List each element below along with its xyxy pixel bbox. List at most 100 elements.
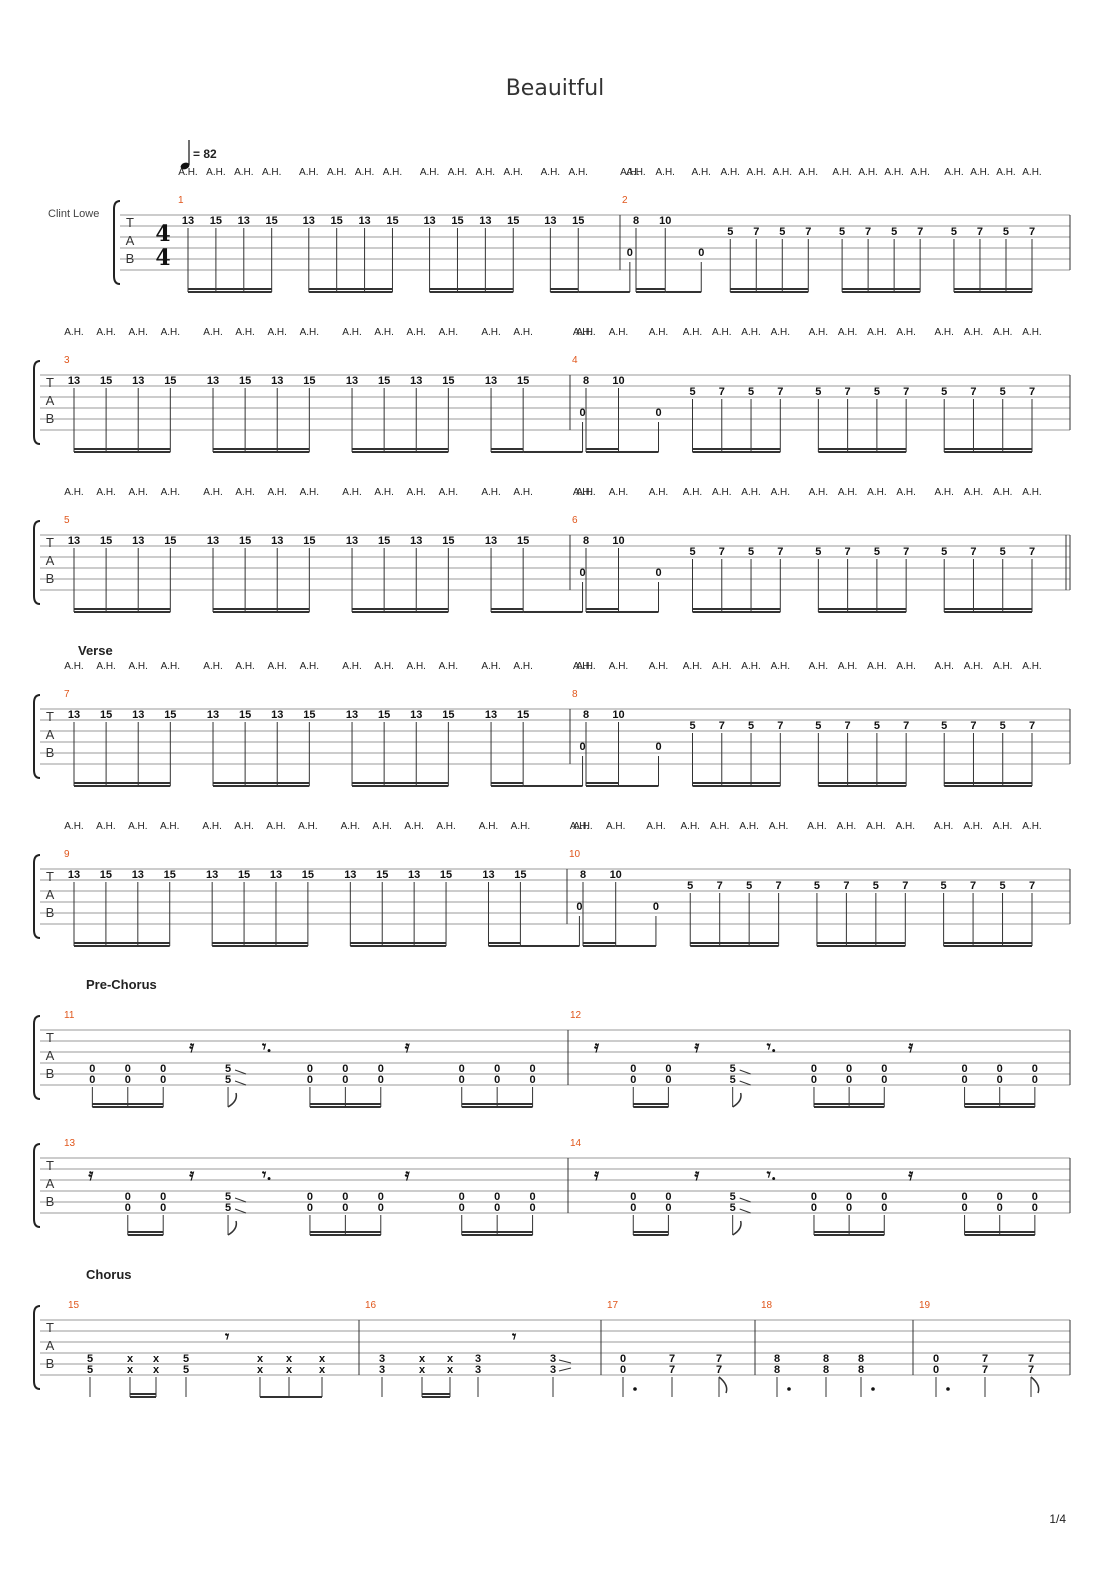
tab-clef-letter: T (46, 1320, 54, 1335)
fret-number: 0 (665, 1191, 671, 1203)
fret-number: 13 (68, 869, 80, 881)
measure-number: 5 (64, 515, 70, 526)
fret-number: 3 (550, 1364, 556, 1376)
tab-clef-letter: T (46, 709, 54, 724)
fret-number: 7 (845, 720, 851, 732)
fret-number: 0 (630, 1063, 636, 1075)
fret-number: 0 (1032, 1063, 1038, 1075)
tab-clef-letter: B (46, 1356, 55, 1371)
harmonic-label: A.H. (573, 661, 592, 672)
fret-number: 7 (903, 546, 909, 558)
fret-number: 3 (379, 1353, 385, 1365)
harmonic-label: A.H. (203, 661, 222, 672)
harmonic-label: A.H. (771, 661, 790, 672)
fret-number: 0 (1032, 1202, 1038, 1214)
harmonic-label: A.H. (809, 661, 828, 672)
measure-number: 19 (919, 1300, 931, 1311)
fret-number: 0 (933, 1353, 939, 1365)
fret-number: 0 (378, 1202, 384, 1214)
harmonic-label: A.H. (649, 327, 668, 338)
fret-number: 0 (494, 1063, 500, 1075)
fret-number: 7 (777, 386, 783, 398)
fret-number: 15 (303, 709, 315, 721)
fret-number: 5 (941, 386, 947, 398)
fret-number: 0 (160, 1074, 166, 1086)
fret-number: 5 (748, 720, 754, 732)
measure-number: 2 (622, 195, 628, 206)
fret-number: 15 (100, 709, 112, 721)
tab-clef-letter: A (46, 1048, 55, 1063)
tab-clef-letter: A (126, 233, 135, 248)
staff-brace (33, 360, 41, 445)
fret-number: 13 (423, 215, 435, 227)
harmonic-label: A.H. (341, 821, 360, 832)
harmonic-label: A.H. (235, 661, 254, 672)
fret-number: 8 (823, 1364, 829, 1376)
fret-number: 7 (982, 1364, 988, 1376)
harmonic-label: A.H. (710, 821, 729, 832)
note-flag (1030, 1376, 1040, 1394)
fret-number: 15 (440, 869, 452, 881)
measure-number: 13 (64, 1138, 76, 1149)
fret-number: 5 (1000, 720, 1006, 732)
harmonic-label: A.H. (609, 487, 628, 498)
harmonic-label: A.H. (712, 487, 731, 498)
harmonic-label: A.H. (747, 167, 766, 178)
fret-number: 13 (238, 215, 250, 227)
harmonic-label: A.H. (741, 487, 760, 498)
fret-number: 0 (630, 1191, 636, 1203)
fret-number: 5 (874, 386, 880, 398)
fret-number: 15 (378, 709, 390, 721)
harmonic-label: A.H. (266, 821, 285, 832)
fret-number: 5 (730, 1191, 736, 1203)
fret-number: 5 (815, 720, 821, 732)
fret-number: 5 (87, 1353, 93, 1365)
harmonic-label: A.H. (934, 821, 953, 832)
fret-number: 5 (999, 880, 1005, 892)
fret-number: 0 (1032, 1191, 1038, 1203)
fret-number: 13 (482, 869, 494, 881)
tab-clef-letter: B (46, 411, 55, 426)
harmonic-label: A.H. (838, 661, 857, 672)
harmonic-label: A.H. (374, 661, 393, 672)
rest: 𝄿 (188, 1037, 195, 1056)
tempo-value: = 82 (193, 147, 217, 161)
fret-number: 5 (891, 226, 897, 238)
harmonic-label: A.H. (439, 327, 458, 338)
harmonic-label: A.H. (681, 821, 700, 832)
harmonic-label: A.H. (404, 821, 423, 832)
fret-number: 5 (730, 1202, 736, 1214)
fret-number: 0 (665, 1074, 671, 1086)
harmonic-label: A.H. (300, 327, 319, 338)
tab-clef-letter: A (46, 1176, 55, 1191)
fret-number: 5 (689, 546, 695, 558)
fret-number: 5 (225, 1074, 231, 1086)
measure-number: 7 (64, 689, 70, 700)
tab-clef-letter: B (46, 905, 55, 920)
fret-number: 7 (970, 386, 976, 398)
fret-number: 7 (902, 880, 908, 892)
fret-number: 7 (777, 720, 783, 732)
harmonic-label: A.H. (646, 821, 665, 832)
harmonic-label: A.H. (1022, 487, 1041, 498)
staff-brace (33, 1305, 41, 1390)
harmonic-label: A.H. (267, 487, 286, 498)
harmonic-label: A.H. (206, 167, 225, 178)
fret-number: 13 (479, 215, 491, 227)
fret-number: x (257, 1364, 264, 1376)
fret-number: 5 (687, 880, 693, 892)
fret-number: 7 (719, 386, 725, 398)
harmonic-label: A.H. (267, 661, 286, 672)
fret-number: 5 (748, 386, 754, 398)
measure-number: 1 (178, 195, 184, 206)
fret-number: 0 (655, 567, 661, 579)
rest: 𝄿 (907, 1037, 914, 1056)
harmonic-label: A.H. (896, 821, 915, 832)
fret-number: 15 (442, 535, 454, 547)
